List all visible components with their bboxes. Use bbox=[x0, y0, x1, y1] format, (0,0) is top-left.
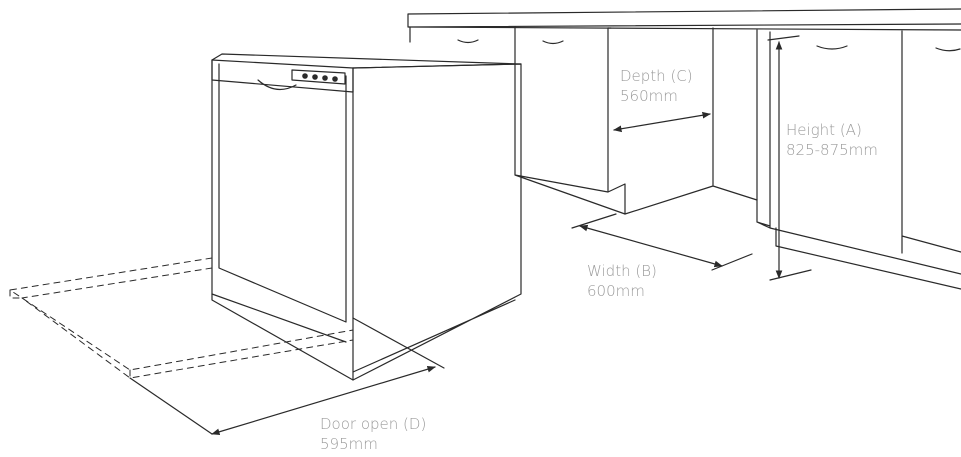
cavity-back bbox=[607, 27, 758, 215]
door-handle bbox=[257, 79, 297, 91]
drawer-handle-1 bbox=[457, 39, 479, 44]
door-open-name: Door open (D) bbox=[320, 415, 427, 433]
depth-name: Depth (C) bbox=[620, 67, 693, 85]
door-open-value: 595mm bbox=[320, 435, 378, 453]
height-value: 825-875mm bbox=[786, 141, 878, 159]
button-icon bbox=[312, 74, 318, 80]
dimension-width bbox=[571, 213, 753, 271]
kickplate bbox=[211, 293, 347, 343]
dishwasher-top bbox=[211, 53, 522, 69]
left-cabinet bbox=[409, 26, 626, 215]
drawer-handle-3 bbox=[816, 45, 848, 50]
depth-label: Depth (C) 560mm bbox=[620, 66, 693, 106]
button-icon bbox=[302, 73, 308, 79]
drawer-handle-4 bbox=[935, 47, 961, 52]
height-name: Height (A) bbox=[786, 121, 862, 139]
width-name: Width (B) bbox=[587, 262, 657, 280]
dishwasher-side bbox=[352, 63, 522, 381]
dishwasher-door-frame bbox=[218, 63, 347, 323]
dimension-door-open bbox=[129, 317, 445, 436]
dishwasher-front bbox=[211, 59, 354, 381]
height-label: Height (A) 825-875mm bbox=[786, 120, 878, 160]
dimension-height bbox=[767, 35, 812, 281]
drawer-handle-2 bbox=[542, 40, 564, 45]
button-icon bbox=[322, 75, 328, 81]
benchtop bbox=[407, 8, 961, 31]
dimension-depth bbox=[613, 111, 711, 133]
width-label: Width (B) 600mm bbox=[587, 261, 657, 301]
kitchen-cabinets bbox=[407, 8, 961, 290]
dishwasher bbox=[211, 53, 522, 381]
width-value: 600mm bbox=[587, 282, 645, 300]
control-panel bbox=[211, 59, 354, 93]
door-open-label: Door open (D) 595mm bbox=[320, 414, 426, 454]
open-door-outline bbox=[9, 257, 354, 379]
depth-value: 560mm bbox=[620, 87, 678, 105]
button-icon bbox=[332, 76, 338, 82]
